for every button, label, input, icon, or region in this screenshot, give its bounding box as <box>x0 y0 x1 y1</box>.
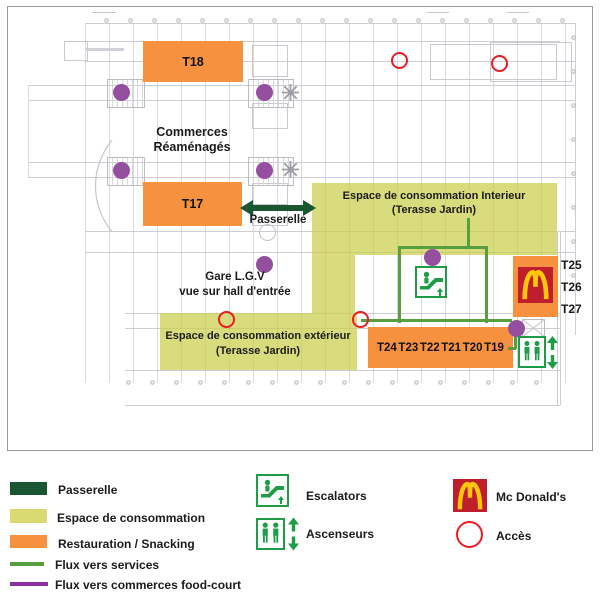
legend-label-escalators: Escalators <box>306 489 367 503</box>
flux-commerces-dot <box>113 84 130 101</box>
flux-services-line <box>361 319 512 322</box>
passerelle-arrowhead-right <box>303 200 316 216</box>
unit-label: T24 <box>377 341 397 354</box>
zone-espace-connector <box>312 255 355 313</box>
legend-label-flux-services: Flux vers services <box>55 558 160 572</box>
legend-label-mcdonalds: Mc Donald's <box>496 490 567 504</box>
access-circle-icon <box>218 311 235 328</box>
escalator-icon <box>415 266 447 298</box>
mcdonalds-icon <box>453 479 487 512</box>
unit-label: T19 <box>484 341 504 354</box>
exterior-zone-label-line2: (Terasse Jardin) <box>215 345 301 357</box>
access-circle-icon <box>352 311 369 328</box>
legend-swatch-restauration <box>10 535 47 548</box>
plan-room <box>252 183 288 205</box>
plan-room <box>430 44 557 80</box>
elevator-icon <box>518 336 546 368</box>
plan-wall <box>86 48 124 51</box>
interior-zone-label-line1: Espace de consommation Interieur <box>342 190 526 202</box>
access-circle-icon <box>391 52 408 69</box>
grid-line <box>560 231 561 405</box>
interior-zone-label-line2: (Terasse Jardin) <box>391 204 477 216</box>
side-unit-label: T26 <box>561 280 582 294</box>
shop-block-t17: T17 <box>143 182 242 226</box>
flux-services-line <box>398 246 401 323</box>
mcdonalds-icon <box>518 267 553 303</box>
unit-label: T20 <box>462 341 483 354</box>
passerelle-label: Passerelle <box>249 214 307 226</box>
legend-swatch-espace <box>10 509 47 523</box>
bottom-units-labels: T24 T23 T22 T21 T20 T19 <box>368 327 513 368</box>
unit-label: T22 <box>419 341 440 354</box>
fan-star-icon <box>282 161 299 178</box>
crossed-room <box>522 319 545 337</box>
grid-line <box>28 162 575 163</box>
flux-services-line <box>508 347 516 350</box>
plan-circle-detail <box>259 224 276 241</box>
flux-commerces-dot <box>256 84 273 101</box>
grid-line <box>125 370 560 371</box>
shop-block-t18: T18 <box>143 41 243 82</box>
grid-line <box>557 231 558 405</box>
access-circle-icon <box>491 55 508 72</box>
grid-line <box>28 177 575 178</box>
passerelle-arrowhead-left <box>240 200 253 216</box>
legend-label-acces: Accès <box>496 529 532 543</box>
up-down-arrows-icon <box>547 336 558 369</box>
grid-line <box>28 100 575 101</box>
dimension-mark <box>92 12 116 13</box>
shop-label-t17: T17 <box>181 197 204 211</box>
flux-services-line <box>398 246 488 249</box>
gare-label-line2: vue sur hall d'entrée <box>179 286 291 298</box>
legend-label-ascenseurs: Ascenseurs <box>306 527 375 541</box>
flux-commerces-dot <box>113 162 130 179</box>
grid-line <box>85 41 560 42</box>
legend-label-espace: Espace de consommation <box>57 511 206 525</box>
elevator-icon <box>256 518 285 550</box>
legend-swatch-flux-commerces <box>10 582 48 586</box>
plan-room <box>64 41 88 61</box>
gare-label-line1: Gare L.G.V <box>205 271 265 283</box>
grid-line <box>28 85 29 177</box>
legend-label-passerelle: Passerelle <box>58 483 118 497</box>
flux-commerces-dot <box>256 162 273 179</box>
shop-label-t18: T18 <box>182 54 204 69</box>
commerces-label: Commerces Réaménagés <box>153 125 231 154</box>
zone-espace-interieur <box>312 183 557 255</box>
fan-star-icon <box>282 84 299 101</box>
column-markers-right <box>570 34 577 334</box>
legend-swatch-passerelle <box>10 482 47 495</box>
plan-room <box>252 45 288 77</box>
plan-room <box>490 42 572 82</box>
side-unit-label: T27 <box>561 302 582 316</box>
legend-swatch-flux-services <box>10 562 44 566</box>
exterior-zone-label-line1: Espace de consommation extérieur <box>165 330 351 342</box>
escalator-icon <box>256 474 289 507</box>
flux-services-line <box>467 218 470 247</box>
unit-label: T23 <box>398 341 419 354</box>
column-markers-bottom <box>125 379 545 386</box>
side-unit-label: T25 <box>561 258 582 272</box>
passerelle-arrow <box>252 205 304 211</box>
legend-label-restauration: Restauration / Snacking <box>58 537 195 551</box>
flux-commerces-dot <box>256 256 273 273</box>
flux-services-line <box>485 246 488 323</box>
legend-label-flux-commerces: Flux vers commerces food-court <box>55 578 242 592</box>
up-down-arrows-icon <box>288 517 299 551</box>
flux-commerces-dot <box>508 320 525 337</box>
zone-espace-exterieur <box>160 313 357 370</box>
unit-label: T21 <box>441 341 462 354</box>
grid-line <box>125 405 560 406</box>
dimension-mark <box>427 12 449 13</box>
dimension-mark <box>507 12 529 13</box>
curved-wall <box>95 139 113 233</box>
grid-line <box>85 61 575 62</box>
column-markers-top <box>103 17 566 24</box>
shop-block-row-t24-t19 <box>368 327 513 368</box>
flux-commerces-dot <box>424 249 441 266</box>
flux-services-line <box>514 335 517 349</box>
grid-line <box>28 85 575 86</box>
access-circle-icon <box>456 521 483 548</box>
